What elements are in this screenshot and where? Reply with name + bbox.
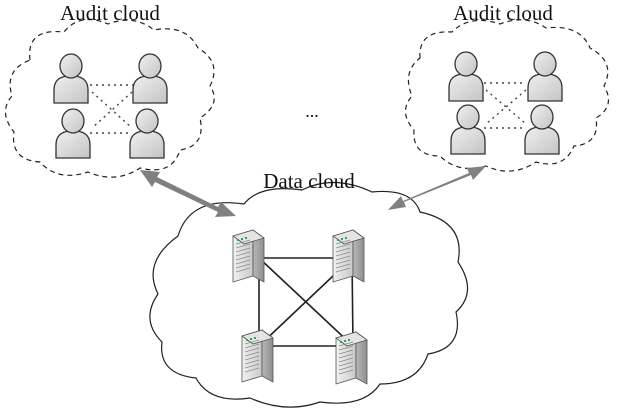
audit-cloud-right: [404, 19, 610, 172]
data-cloud-label: Data cloud: [263, 169, 355, 193]
audit-cloud-left-label: Audit cloud: [60, 1, 160, 25]
data-cloud-outline: [149, 181, 469, 408]
audit-cloud-right-outline: [404, 19, 610, 172]
auditor-connections-left: [90, 84, 134, 134]
more-audit-clouds-ellipsis: ...: [305, 101, 319, 121]
data-cloud: [149, 181, 469, 408]
server-icon: [335, 331, 368, 385]
double-arrow-icon: [388, 166, 486, 210]
server-icon: [232, 229, 265, 283]
server-icon: [241, 329, 274, 383]
server-icon: [332, 229, 365, 283]
double-arrow-icon: [140, 170, 236, 217]
auditor-connections-right: [484, 82, 527, 129]
audit-cloud-left-outline: [4, 18, 215, 178]
audit-cloud-left: [4, 18, 215, 178]
audit-cloud-right-label: Audit cloud: [453, 1, 553, 25]
